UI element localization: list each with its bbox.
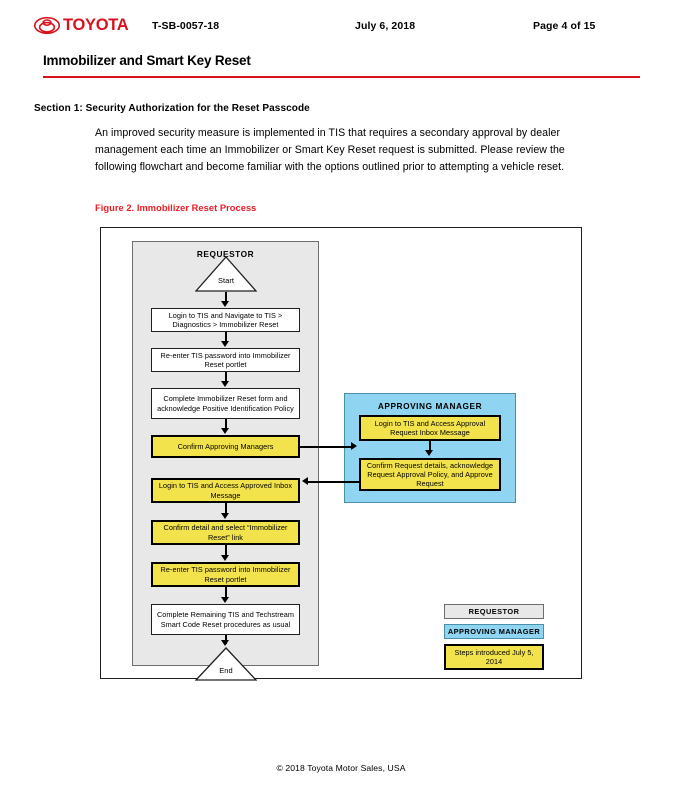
flow-node-reenter-password-1: Re-enter TIS password into Immobilizer R… (151, 348, 300, 372)
connector-form-to-confirm-managers (225, 419, 227, 430)
flow-node-manager-login-inbox: Login to TIS and Access Approval Request… (359, 415, 501, 441)
toyota-wordmark: TOYOTA (63, 16, 129, 35)
flow-node-start: Start (195, 256, 257, 292)
connector-inbox-to-confirm-detail (225, 503, 227, 515)
connector-start-to-login (225, 292, 227, 303)
figure-caption: Figure 2. Immobilizer Reset Process (95, 203, 257, 213)
arrowhead-right (351, 442, 357, 450)
triangle-shape-icon (195, 256, 257, 292)
swimlane-requestor-title: REQUESTOR (196, 249, 255, 259)
title-divider (43, 76, 640, 78)
page-number: Page 4 of 15 (533, 20, 596, 32)
section-heading: Section 1: Security Authorization for th… (34, 103, 310, 114)
swimlane-approving-manager-title: APPROVING MANAGER (377, 401, 483, 411)
arrowhead-down (221, 428, 229, 434)
flow-node-start-label: Start (217, 275, 235, 285)
arrowhead-down (221, 301, 229, 307)
page-title: Immobilizer and Smart Key Reset (43, 53, 251, 68)
flow-node-end-label: End (219, 665, 233, 675)
flow-node-end: End (195, 647, 257, 681)
arrowhead-down (221, 341, 229, 347)
flow-node-manager-approve-request: Confirm Request details, acknowledge Req… (359, 458, 501, 491)
legend-item-requestor: REQUESTOR (444, 604, 544, 619)
connector-manager-login-to-approve (429, 441, 431, 453)
flow-node-complete-form: Complete Immobilizer Reset form and ackn… (151, 388, 300, 419)
flow-node-reenter-password-2: Re-enter TIS password into Immobilizer R… (151, 562, 300, 587)
bulletin-date: July 6, 2018 (355, 20, 416, 32)
connector-detail-to-password2 (225, 545, 227, 557)
arrowhead-left (302, 477, 308, 485)
arrowhead-down (425, 450, 433, 456)
toyota-emblem-icon (34, 17, 60, 34)
arrowhead-down (221, 513, 229, 519)
legend-item-approving-manager: APPROVING MANAGER (444, 624, 544, 639)
arrowhead-down (221, 555, 229, 561)
section-paragraph: An improved security measure is implemen… (95, 127, 565, 174)
legend-item-steps-introduced: Steps introduced July 5, 2014 (444, 644, 544, 670)
toyota-logo: TOYOTA (34, 16, 129, 35)
connector-to-requestor-lane (308, 481, 359, 483)
connector-login-to-password (225, 332, 227, 343)
connector-password2-to-complete (225, 587, 227, 599)
flowchart-figure: REQUESTOR APPROVING MANAGER Start Login … (100, 227, 582, 681)
connector-complete-to-end (225, 635, 227, 644)
flow-node-confirm-detail: Confirm detail and select “Immobilizer R… (151, 520, 300, 545)
connector-to-manager-lane (300, 446, 353, 448)
page-header: TOYOTA T-SB-0057-18 July 6, 2018 Page 4 … (0, 0, 682, 44)
flow-node-access-approved-inbox: Login to TIS and Access Approved Inbox M… (151, 478, 300, 503)
arrowhead-down (221, 597, 229, 603)
bulletin-number: T-SB-0057-18 (152, 20, 220, 32)
triangle-shape-icon (195, 647, 257, 681)
arrowhead-down (221, 381, 229, 387)
flow-node-complete-remaining: Complete Remaining TIS and Techstream Sm… (151, 604, 300, 635)
flow-node-login-nav: Login to TIS and Navigate to TIS > Diagn… (151, 308, 300, 332)
arrowhead-down (221, 640, 229, 646)
connector-password-to-form (225, 372, 227, 383)
flow-node-confirm-approving-managers: Confirm Approving Managers (151, 435, 300, 458)
footer-copyright: © 2018 Toyota Motor Sales, USA (276, 763, 406, 773)
